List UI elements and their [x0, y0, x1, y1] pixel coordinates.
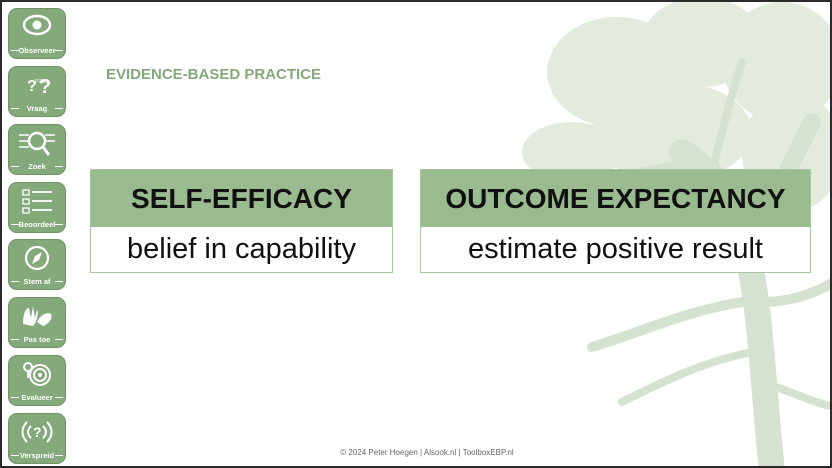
checklist-icon	[22, 188, 52, 214]
rail-label: Vraag	[26, 103, 48, 113]
broadcast-icon: ?	[21, 421, 53, 443]
card-text: belief in capability	[91, 227, 392, 272]
svg-text:?: ?	[39, 76, 51, 97]
section-kicker: EVIDENCE-BASED PRACTICE	[106, 66, 322, 83]
card-text: estimate positive result	[421, 227, 810, 272]
hands-icon	[23, 306, 52, 327]
concept-card-self-efficacy: SELF-EFFICACY belief in capability	[90, 169, 393, 273]
rail-item-observeer[interactable]: Observeer	[8, 8, 66, 59]
compass-icon	[24, 246, 50, 271]
rail-item-vraag[interactable]: ? ? PICO Vraag	[8, 65, 66, 117]
rail-label: Verspreid	[19, 450, 55, 460]
rail-item-beoordeel[interactable]: Beoordeel	[8, 181, 66, 233]
rail-label: Observeer	[18, 46, 56, 55]
concept-card-outcome-expectancy: OUTCOME EXPECTANCY estimate positive res…	[420, 169, 811, 273]
target-icon	[23, 362, 51, 387]
rail-item-zoek[interactable]: Zoek	[8, 123, 66, 175]
rail-item-evalueer[interactable]: Evalueer	[8, 355, 66, 407]
rail-label: Stem af	[23, 277, 51, 287]
magnifier-icon	[19, 131, 55, 156]
svg-text:?: ?	[33, 424, 42, 440]
rail-item-pas-toe[interactable]: Pas toe	[8, 297, 66, 349]
eye-icon	[22, 14, 52, 36]
rail-label: Zoek	[28, 161, 46, 171]
question-icon: ? ? PICO	[27, 76, 51, 97]
rail-label: Pas toe	[23, 335, 51, 345]
rail-item-stem-af[interactable]: Stem af	[8, 239, 66, 291]
card-title: SELF-EFFICACY	[91, 170, 392, 227]
svg-text:?: ?	[27, 78, 37, 95]
process-rail: Observeer ? ? PICO Vraag Zoek	[8, 8, 70, 464]
svg-text:PICO: PICO	[35, 79, 47, 85]
rail-label: Evalueer	[21, 393, 53, 403]
rail-item-verspreid[interactable]: ? Verspreid	[8, 412, 66, 464]
card-title: OUTCOME EXPECTANCY	[421, 170, 810, 227]
rail-label: Beoordeel	[18, 219, 56, 229]
copyright-footer: © 2024 Peter Hoegen | Alsook.nl | Toolbo…	[340, 448, 514, 457]
